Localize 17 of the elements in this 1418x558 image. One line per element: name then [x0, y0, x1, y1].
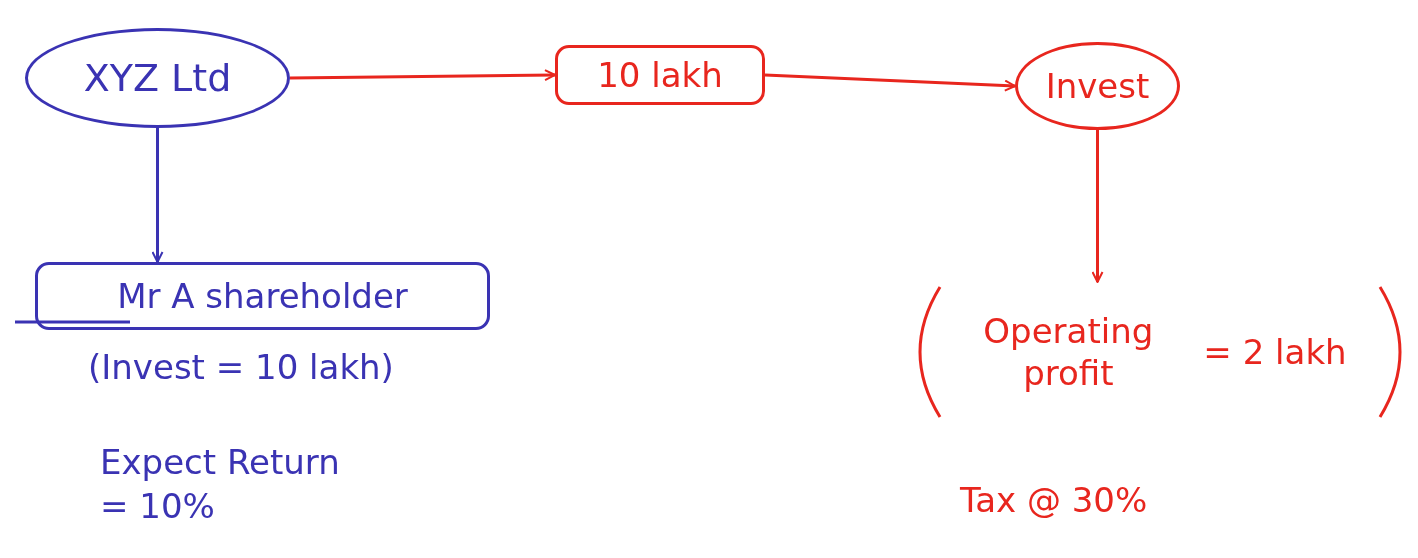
rounded-box [555, 45, 765, 105]
node-text: Mr A shareholder [117, 276, 408, 316]
ellipse-node [1015, 42, 1180, 130]
rounded-box [35, 262, 490, 330]
arrow [290, 69, 556, 82]
arrow [764, 73, 1016, 92]
node-text: Operating profit [982, 309, 1155, 395]
node-text: = 2 lakh [1203, 332, 1347, 372]
node-text: XYZ Ltd [83, 56, 232, 100]
arrow [1091, 130, 1104, 283]
arrow [151, 128, 164, 263]
node-text: 10 lakh [597, 55, 723, 95]
note-text: Expect Return = 10% [100, 441, 341, 529]
ellipse-node [25, 28, 290, 128]
node-text: Invest [1045, 66, 1150, 106]
note-text: Tax @ 30% [960, 479, 1148, 522]
note-text: (Invest = 10 lakh) [88, 346, 394, 389]
